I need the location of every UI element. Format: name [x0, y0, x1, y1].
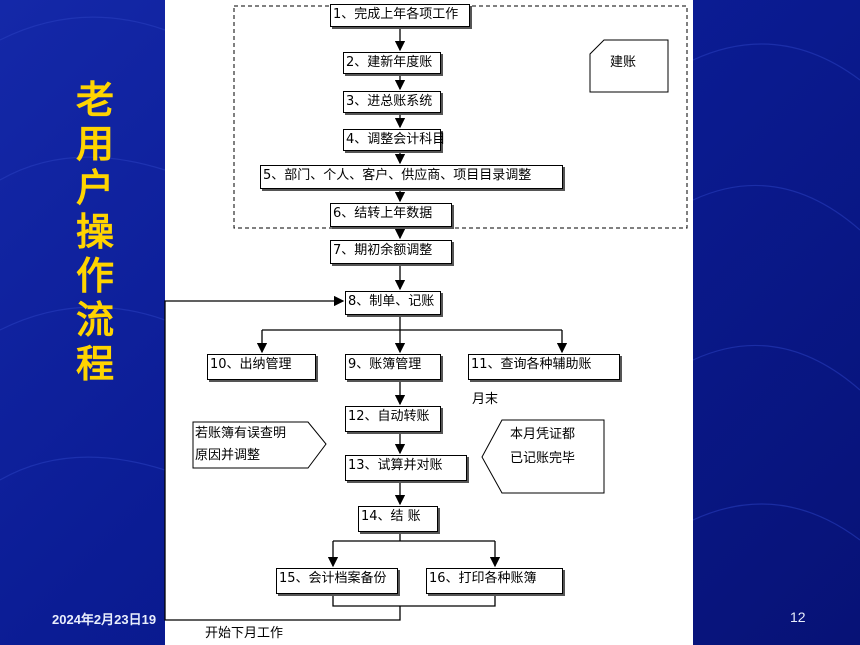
step-16-box: 16、打印各种账簿	[426, 568, 563, 594]
build-note-shape	[589, 39, 669, 93]
step-2-box: 2、建新年度账	[343, 52, 441, 74]
step-1-box: 1、完成上年各项工作	[330, 4, 470, 27]
voucher-note-line-1: 本月凭证都	[510, 427, 576, 442]
step-6-box: 6、结转上年数据	[330, 203, 452, 227]
build-note-text: 建账	[610, 55, 637, 70]
voucher-note-shape	[481, 419, 605, 494]
step-5-box: 5、部门、个人、客户、供应商、项目目录调整	[260, 165, 563, 189]
step-3-box: 3、进总账系统	[343, 91, 441, 113]
voucher-note-line-2: 已记账完毕	[510, 451, 576, 466]
step-15-box: 15、会计档案备份	[276, 568, 398, 594]
next-month-label: 开始下月工作	[205, 626, 284, 641]
side-title-char: 操	[75, 210, 114, 254]
step-9-box: 9、账簿管理	[345, 354, 441, 380]
side-title-char: 用	[75, 122, 114, 166]
step-8-box: 8、制单、记账	[345, 291, 441, 315]
error-note-line-2: 原因并调整	[195, 448, 261, 463]
month-end-label: 月末	[472, 392, 499, 407]
side-title-char: 老	[75, 78, 114, 122]
slide-date: 2024年2月23日19	[52, 612, 157, 627]
build-region-dashed-border	[233, 5, 688, 229]
step-10-box: 10、出纳管理	[207, 354, 316, 380]
step-13-box: 13、试算并对账	[345, 455, 467, 481]
side-title-char: 流	[75, 298, 114, 342]
step-11-box: 11、查询各种辅助账	[468, 354, 620, 380]
error-note-shape	[192, 421, 327, 469]
step-14-box: 14、结 账	[358, 506, 438, 532]
slide-side-title: 老 用 户 操 作 流 程	[70, 78, 120, 386]
side-title-char: 程	[75, 342, 114, 386]
error-note-line-1: 若账簿有误查明	[195, 426, 287, 441]
slide-page-number: 12	[790, 609, 806, 625]
step-12-box: 12、自动转账	[345, 406, 441, 432]
side-title-char: 户	[75, 166, 114, 210]
step-4-box: 4、调整会计科目	[343, 129, 445, 151]
side-title-char: 作	[75, 254, 114, 298]
step-7-box: 7、期初余额调整	[330, 240, 452, 264]
